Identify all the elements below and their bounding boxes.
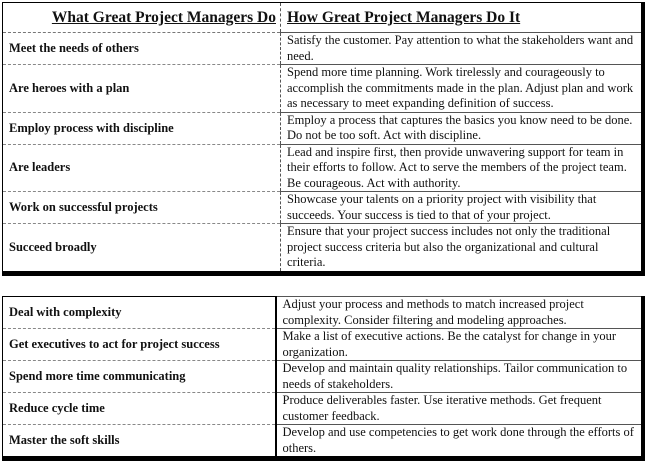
practice-what: Work on successful projects <box>2 191 281 224</box>
practice-what: Reduce cycle time <box>2 392 277 425</box>
table-header-row: What Great Project Managers Do How Great… <box>2 2 643 33</box>
practice-how: Make a list of executive actions. Be the… <box>275 328 643 361</box>
practice-how: Employ a process that captures the basic… <box>280 111 643 145</box>
table-row: Are leaders Lead and inspire first, then… <box>2 143 643 192</box>
practice-how: Adjust your process and methods to match… <box>275 296 643 329</box>
practice-how: Spend more time planning. Work tirelessl… <box>280 64 643 113</box>
column-header-what: What Great Project Managers Do <box>2 2 281 33</box>
table-row: Get executives to act for project succes… <box>2 328 643 361</box>
practice-how: Showcase your talents on a priority proj… <box>280 191 643 224</box>
practice-what: Master the soft skills <box>2 424 277 459</box>
practice-what: Get executives to act for project succes… <box>2 328 277 361</box>
practice-what: Succeed broadly <box>2 223 281 273</box>
table-row: Employ process with discipline Employ a … <box>2 111 643 145</box>
great-pm-table-part-1: What Great Project Managers Do How Great… <box>2 2 645 276</box>
practice-what: Are leaders <box>2 144 281 192</box>
practice-how: Develop and maintain quality relationshi… <box>275 360 643 393</box>
table-row: Work on successful projects Showcase you… <box>2 191 643 224</box>
practice-what: Meet the needs of others <box>2 32 281 65</box>
practice-what: Deal with complexity <box>2 296 277 329</box>
practice-how: Ensure that your project success include… <box>280 223 643 273</box>
practice-how: Produce deliverables faster. Use iterati… <box>275 392 643 425</box>
practice-what: Spend more time communicating <box>2 360 277 393</box>
table-row: Are heroes with a plan Spend more time p… <box>2 64 643 113</box>
column-header-how: How Great Project Managers Do It <box>280 2 643 33</box>
table-row: Meet the needs of others Satisfy the cus… <box>2 32 643 65</box>
table-row: Reduce cycle time Produce deliverables f… <box>2 392 643 425</box>
practice-what: Employ process with discipline <box>2 112 281 145</box>
table-row: Master the soft skills Develop and use c… <box>2 424 643 459</box>
table-row: Spend more time communicating Develop an… <box>2 360 643 393</box>
practice-how: Develop and use competencies to get work… <box>275 424 643 459</box>
great-pm-table-part-2: Deal with complexity Adjust your process… <box>2 296 645 461</box>
table-row: Deal with complexity Adjust your process… <box>2 296 643 329</box>
practice-how: Lead and inspire first, then provide unw… <box>280 143 643 192</box>
table-row: Succeed broadly Ensure that your project… <box>2 223 643 273</box>
practice-what: Are heroes with a plan <box>2 64 281 113</box>
practice-how: Satisfy the customer. Pay attention to w… <box>280 32 643 65</box>
